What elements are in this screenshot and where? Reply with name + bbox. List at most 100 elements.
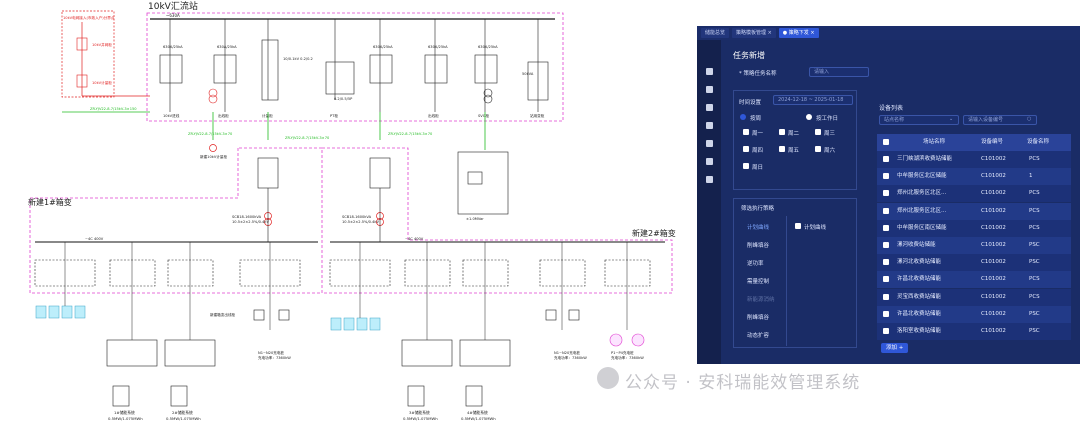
tab-template-management[interactable]: 策略模板管理 × xyxy=(732,28,776,38)
device-search-input[interactable]: 请输入设备编号 xyxy=(963,115,1037,125)
tue-checkbox[interactable] xyxy=(779,129,785,135)
search-icon: ○ xyxy=(1027,116,1032,122)
by-week-radio[interactable] xyxy=(740,114,746,120)
cell-name: PCS xyxy=(1029,156,1040,162)
strategy-planned-curve[interactable]: 计划曲线 xyxy=(747,225,770,231)
strategy-demand-control[interactable]: 需量控制 xyxy=(747,279,770,285)
date-range-picker[interactable]: 2024-12-18 ~ 2025-01-18 xyxy=(773,95,853,105)
row-checkbox[interactable] xyxy=(883,293,889,300)
row-checkbox[interactable] xyxy=(883,259,889,266)
svg-text:SVG柜: SVG柜 xyxy=(478,113,490,118)
mon-label: 周一 xyxy=(752,131,764,137)
row-checkbox[interactable] xyxy=(883,190,889,197)
strategy-peak-shaving[interactable]: 削峰填谷 xyxy=(747,243,770,249)
table-header-row: 场站名称 设备编号 设备名称 xyxy=(877,134,1071,151)
ev-label-1: N1~N20充电桩 xyxy=(258,350,284,355)
svg-text:0.5MW/1.075MWh: 0.5MW/1.075MWh xyxy=(461,416,496,421)
sidebar-menu-icon-7[interactable] xyxy=(706,176,713,183)
row-checkbox[interactable] xyxy=(883,328,889,334)
row-checkbox[interactable] xyxy=(883,242,889,248)
tab-storage-overview[interactable]: 储能总览 xyxy=(701,28,730,38)
cell-station: 漯河北收费站储能 xyxy=(897,259,942,266)
wed-checkbox[interactable] xyxy=(815,129,821,135)
ev-label-1b: 充电功率：7360kW xyxy=(258,355,291,360)
strategy-peak-valley[interactable]: 削峰填谷 xyxy=(747,315,770,321)
branch-connections xyxy=(212,112,486,150)
add-button[interactable]: 添加 + xyxy=(881,343,909,353)
cell-station: 中牟服务区北区储能 xyxy=(897,173,947,180)
sidebar-menu-icon-3[interactable] xyxy=(706,104,713,111)
chevron-down-icon: ⌄ xyxy=(949,116,954,122)
green-cable-label-3: ZR-YJV22-8.7/15kV-3×70 xyxy=(285,136,330,140)
device-list-title: 设备列表 xyxy=(879,105,904,112)
row-checkbox[interactable] xyxy=(883,224,889,231)
feeder-rating-4: 630A/25kA xyxy=(428,45,448,49)
branch-2-boundary xyxy=(322,147,673,294)
row-checkbox[interactable] xyxy=(883,310,889,317)
cell-station: 许昌北收费站储能 xyxy=(897,310,942,317)
ev-label-3: P1~P4充电桩 xyxy=(611,350,634,355)
svg-text:1#储能系统: 1#储能系统 xyxy=(114,410,135,415)
by-week-label: 按周 xyxy=(750,116,762,122)
strategy-reverse-power[interactable]: 逆功率 xyxy=(747,261,764,267)
svg-text:出线柜: 出线柜 xyxy=(218,113,229,118)
cell-code: C101002 xyxy=(981,156,1006,162)
svg-text:4#储能系统: 4#储能系统 xyxy=(467,410,488,415)
fri-checkbox[interactable] xyxy=(779,146,785,152)
cell-name: PCS xyxy=(1029,224,1040,231)
pt-label: 10/0.1kV 0.2/0.2 xyxy=(283,57,313,61)
task-name-input[interactable]: 请输入 xyxy=(809,67,869,77)
svg-text:10kV进线: 10kV进线 xyxy=(163,113,180,118)
thu-checkbox[interactable] xyxy=(743,146,749,152)
meter-symbol xyxy=(209,144,217,152)
ev-charger-groups xyxy=(253,309,580,321)
curve-checkbox[interactable] xyxy=(795,223,801,229)
storage-cabinets xyxy=(106,339,511,407)
wed-label: 周三 xyxy=(824,131,836,137)
thu-label: 周四 xyxy=(752,148,764,154)
sidebar-menu-icon-4[interactable] xyxy=(706,122,713,129)
table-row[interactable]: 三门峡湖滨收费站储能 C101002 PCS xyxy=(877,151,1071,168)
mon-checkbox[interactable] xyxy=(743,129,749,135)
sidebar-menu-icon-1[interactable] xyxy=(706,68,713,75)
sidebar-menu-icon-2[interactable] xyxy=(706,86,713,93)
cell-station: 许昌北收费站储能 xyxy=(897,276,942,283)
row-checkbox[interactable] xyxy=(883,173,889,180)
strategy-dynamic-expansion[interactable]: 动态扩容 xyxy=(747,333,770,339)
strategy-group-label: 筛选执行策略 xyxy=(741,206,775,212)
strategy-list xyxy=(735,216,787,346)
select-all-checkbox[interactable] xyxy=(883,139,889,145)
station-select[interactable]: 站点名称 xyxy=(879,115,959,125)
cell-name: PCS xyxy=(1029,190,1040,197)
strategy-renewable[interactable]: 新能源消纳 xyxy=(747,297,775,303)
tab-bar: 储能总览 策略模板管理 × ● 策略下发 × xyxy=(697,26,1080,40)
sidebar-menu-icon-6[interactable] xyxy=(706,158,713,165)
row-checkbox[interactable] xyxy=(883,207,889,214)
sidebar-menu-icon-5[interactable] xyxy=(706,140,713,147)
sidebar xyxy=(697,40,721,364)
storage-labels: 1#储能系统 0.5MW/1.075MWh 2#储能系统 0.5MW/1.075… xyxy=(108,410,496,421)
cell-station: 三门峡湖滨收费站储能 xyxy=(897,156,953,162)
ev-label-3b: 充电功率：7360kW xyxy=(611,355,644,360)
row-checkbox[interactable] xyxy=(883,156,889,162)
feeder-rating-2: 630A/25kA xyxy=(217,45,237,49)
svg-text:0.5MW/1.075MWh: 0.5MW/1.075MWh xyxy=(166,416,201,421)
tab-strategy-dispatch[interactable]: ● 策略下发 × xyxy=(778,28,819,38)
row-checkbox[interactable] xyxy=(883,276,889,283)
ev-label-2: N1~N20充电桩 xyxy=(554,350,580,355)
by-workday-radio[interactable] xyxy=(806,114,812,120)
sun-checkbox[interactable] xyxy=(743,163,749,169)
cell-name: PSC xyxy=(1029,310,1040,317)
sat-checkbox[interactable] xyxy=(815,146,821,152)
